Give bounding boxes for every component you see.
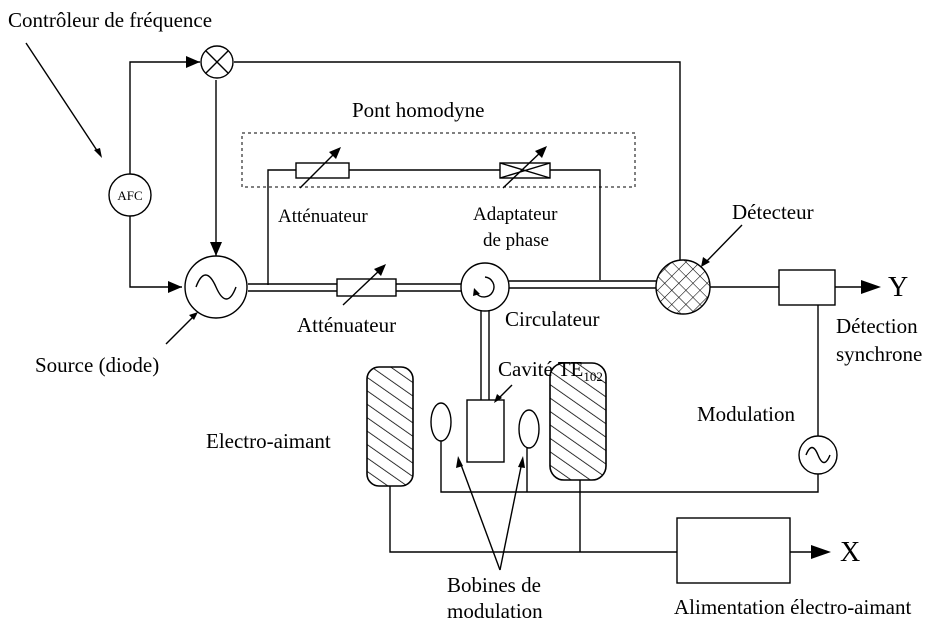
modulation-oscillator-icon	[798, 435, 838, 475]
modulation-coils-label-line1: Bobines de	[447, 573, 541, 597]
homodyne-bridge-box	[241, 132, 636, 188]
modulation-coils-label-line2: modulation	[447, 599, 543, 623]
mixer-icon	[200, 45, 234, 79]
output-x-label: X	[840, 537, 860, 568]
source-oscillator-icon	[184, 255, 248, 319]
afc-label: AFC	[117, 188, 142, 203]
modulation-label: Modulation	[697, 402, 795, 426]
sync-detection-label-line2: synchrone	[836, 342, 922, 366]
electromagnet-right-icon	[549, 362, 607, 481]
electromagnet-left-icon	[366, 366, 414, 487]
electromagnet-supply-label: Alimentation électro-aimant	[674, 595, 911, 619]
afc-circle	[108, 173, 152, 217]
sync-detection-box	[778, 269, 836, 306]
electromagnet-label: Electro-aimant	[206, 429, 331, 453]
phase-adapter-label-line1: Adaptateur	[473, 204, 558, 225]
arrowheads	[168, 56, 881, 559]
cavity-box	[466, 399, 505, 463]
attenuator-main-icon	[336, 264, 397, 306]
cavity-label: Cavité TE102	[498, 357, 603, 384]
modulation-coil-left	[430, 402, 452, 442]
wiring	[129, 61, 866, 553]
circulator-icon	[460, 262, 510, 312]
output-y-label: Y	[888, 272, 908, 303]
detector-label: Détecteur	[732, 200, 814, 224]
labels: Contrôleur de fréquence AFC Pont homodyn…	[8, 8, 922, 623]
modulation-coil-right	[518, 409, 540, 449]
arrow-output-x	[811, 545, 831, 559]
arrow-to-source-top	[210, 242, 222, 256]
source-label: Source (diode)	[35, 353, 159, 377]
homodyne-bridge-label: Pont homodyne	[352, 98, 484, 122]
frequency-controller-label: Contrôleur de fréquence	[8, 8, 212, 32]
electromagnet-supply-box	[676, 517, 791, 584]
attenuator-main-label: Atténuateur	[297, 313, 396, 337]
arrow-output-y	[861, 280, 881, 294]
detector-icon	[655, 259, 711, 315]
arrow-to-mixer	[186, 56, 200, 68]
circulator-label: Circulateur	[505, 307, 599, 331]
sync-detection-label-line1: Détection	[836, 314, 918, 338]
phase-adapter-label-line2: de phase	[483, 230, 549, 251]
attenuator-bridge-icon	[295, 147, 350, 189]
phase-adapter-icon	[499, 146, 551, 189]
pointer-arrows	[25, 42, 743, 571]
attenuator-bridge-label: Atténuateur	[278, 206, 368, 227]
arrow-to-source-left	[168, 281, 182, 293]
